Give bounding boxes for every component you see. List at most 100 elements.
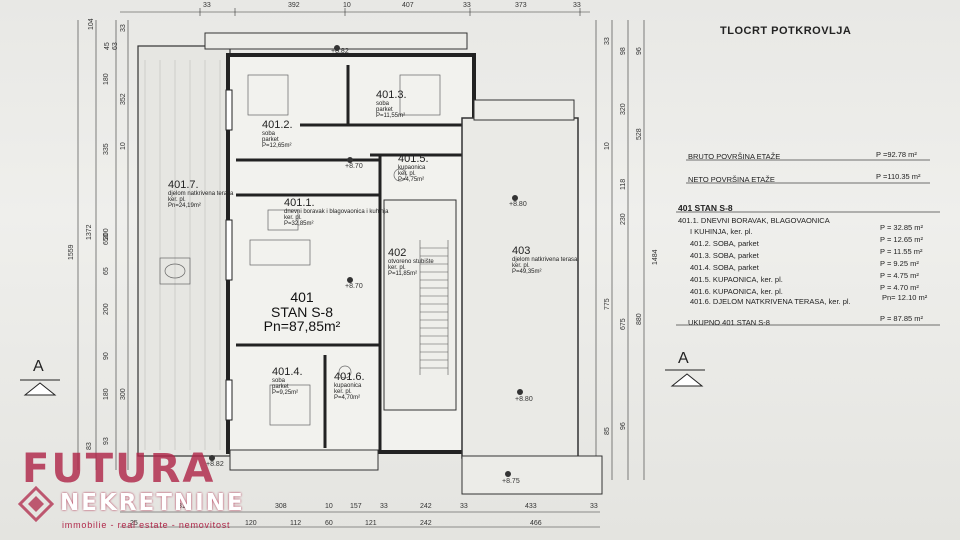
dim-right-7: 118 <box>620 178 627 190</box>
apartment-summary-title: 401 STAN S-8 <box>678 203 733 213</box>
summary-row-5-label: 401.4. SOBA, parket <box>690 263 759 272</box>
summary-row-8-value: Pn= 12.10 m² <box>882 293 928 302</box>
room-area: P=49,35m² <box>512 269 542 275</box>
room-name: djelom natkrivena terasa <box>168 191 234 197</box>
room-401-5-label: 401.5. kupaonica ker. pl. P=4,75m² <box>398 153 429 184</box>
dim-right-5: 528 <box>636 128 643 140</box>
dim-right-6: 10 <box>604 142 611 150</box>
roof-band-bottom <box>229 449 379 471</box>
room-number: 401.2. <box>262 119 293 131</box>
company-logo-subtitle: NEKRETNINE <box>60 490 245 516</box>
dim-left-10: 1372 <box>86 224 93 240</box>
dim-right-4: 320 <box>620 103 627 115</box>
summary-row-1-label: 401.1. DNEVNI BORAVAK, BLAGOVAONICA <box>678 216 830 225</box>
room-area: P=4,70m² <box>334 395 361 401</box>
furniture <box>159 74 441 426</box>
dim-right-3: 96 <box>636 47 643 55</box>
dim-bottom-9: 33 <box>590 503 598 510</box>
summary-row-4-label: 401.3. SOBA, parket <box>690 251 759 260</box>
company-logo-tagline: immobilie - real estate - nemovitost <box>62 520 231 530</box>
dim-bottom-8: 433 <box>525 503 537 510</box>
room-name: djelom natkrivena terasa <box>512 257 578 263</box>
dim-bottom2-7: 466 <box>530 520 542 527</box>
total-value: P = 87.85 m² <box>880 314 924 323</box>
room-floor: parket <box>262 137 279 143</box>
summary-row-2-value: P = 32.85 m² <box>880 223 924 232</box>
dim-bottom2-2: 120 <box>245 520 257 527</box>
room-name: soba <box>262 131 276 137</box>
dim-left-4: 33 <box>120 24 127 32</box>
room-401-1-label: 401.1. dnevni boravak i blagovaonica i k… <box>284 198 388 228</box>
apartment-label: 401 STAN S-8 Pn=87,85m² <box>256 290 348 334</box>
section-label-left: A <box>33 358 44 375</box>
dim-top-7: 33 <box>573 2 581 9</box>
dim-top-2: 392 <box>288 2 300 9</box>
dim-bottom2-1: 25 <box>130 520 138 527</box>
bottom-dimension-lines <box>120 511 600 528</box>
company-logo-wordmark: FUTURA <box>22 446 216 492</box>
room-401-3-label: 401.3. soba parket P=11,55m² <box>376 89 407 120</box>
dim-right-9: 1484 <box>652 249 659 265</box>
dim-left-18: 93 <box>103 437 110 445</box>
neto-label: NETO POVRŠINA ETAŽE <box>688 175 775 184</box>
room-area: P=11,85m² <box>388 271 418 277</box>
summary-row-2-label: I KUHINJA, ker. pl. <box>690 227 753 236</box>
dim-bottom-6: 242 <box>420 503 432 510</box>
dim-left-16: 180 <box>103 388 110 400</box>
room-name: kupaonica <box>334 383 362 389</box>
room-402-label: 402 otvoreno stubište ker. pl. P=11,85m² <box>388 248 434 278</box>
dim-right-12: 880 <box>636 313 643 325</box>
dim-right-8: 230 <box>620 213 627 225</box>
summary-row-3-label: 401.2. SOBA, parket <box>690 239 759 248</box>
level-label-4: +8.80 <box>509 201 527 208</box>
dim-bottom2-5: 121 <box>365 520 377 527</box>
room-number: 401.7. <box>168 179 199 191</box>
left-dimension-lines <box>77 20 129 470</box>
summary-row-6-label: 401.5. KUPAONICA, ker. pl. <box>690 275 783 284</box>
dim-left-9: 1559 <box>68 244 75 260</box>
room-floor: ker. pl. <box>168 197 186 203</box>
terrace-403 <box>461 117 579 459</box>
level-label-6: +8.82 <box>206 461 224 468</box>
dim-top-5: 33 <box>463 2 471 9</box>
bruto-value: P =92.78 m² <box>876 150 917 159</box>
dim-right-13: 96 <box>620 422 627 430</box>
dim-top-4: 407 <box>402 2 414 9</box>
stair-treads <box>419 240 449 375</box>
room-number: 401.5. <box>398 153 429 165</box>
bruto-label: BRUTO POVRŠINA ETAŽE <box>688 152 781 161</box>
dim-left-2: 45 <box>104 42 111 50</box>
level-label-7: +8.75 <box>502 478 520 485</box>
room-number: 403 <box>512 245 531 257</box>
summary-row-6-value: P = 4.75 m² <box>880 271 919 280</box>
dim-bottom2-4: 60 <box>325 520 333 527</box>
room-area: P=4,75m² <box>398 177 425 183</box>
dim-top-3: 10 <box>343 2 351 9</box>
room-number: 401.4. <box>272 366 303 378</box>
room-floor: parket <box>376 107 393 113</box>
room-number: 401.6. <box>334 371 365 383</box>
dim-left-13: 200 <box>103 228 110 240</box>
top-dimension-line <box>120 8 590 16</box>
dim-right-14: 85 <box>604 427 611 435</box>
room-area: P=11,55m² <box>376 113 406 119</box>
summary-row-3-value: P = 12.65 m² <box>880 235 924 244</box>
room-name: otvoreno stubište <box>388 259 434 265</box>
room-floor: ker. pl. <box>284 215 302 221</box>
section-marker-right <box>665 369 705 387</box>
neto-value: P =110.35 m² <box>876 172 921 181</box>
room-number: 401.3. <box>376 89 407 101</box>
dim-right-11: 675 <box>620 318 627 330</box>
section-marker-left <box>20 379 60 396</box>
room-area: P=12,65m² <box>262 143 292 149</box>
level-label-1: +8.82 <box>331 48 349 55</box>
apartment-number: 401 <box>290 289 314 305</box>
room-401-6-label: 401.6. kupaonica ker. pl. P=4,70m² <box>334 371 365 402</box>
summary-row-7-label: 401.6. KUPAONICA, ker. pl. <box>690 287 783 296</box>
page-title: TLOCRT POTKROVLJA <box>720 25 852 37</box>
apartment-area: Pn=87,85m² <box>263 318 341 335</box>
dim-left-3: 63 <box>112 42 119 50</box>
dim-bottom-2: 308 <box>275 503 287 510</box>
dim-top-6: 373 <box>515 2 527 9</box>
